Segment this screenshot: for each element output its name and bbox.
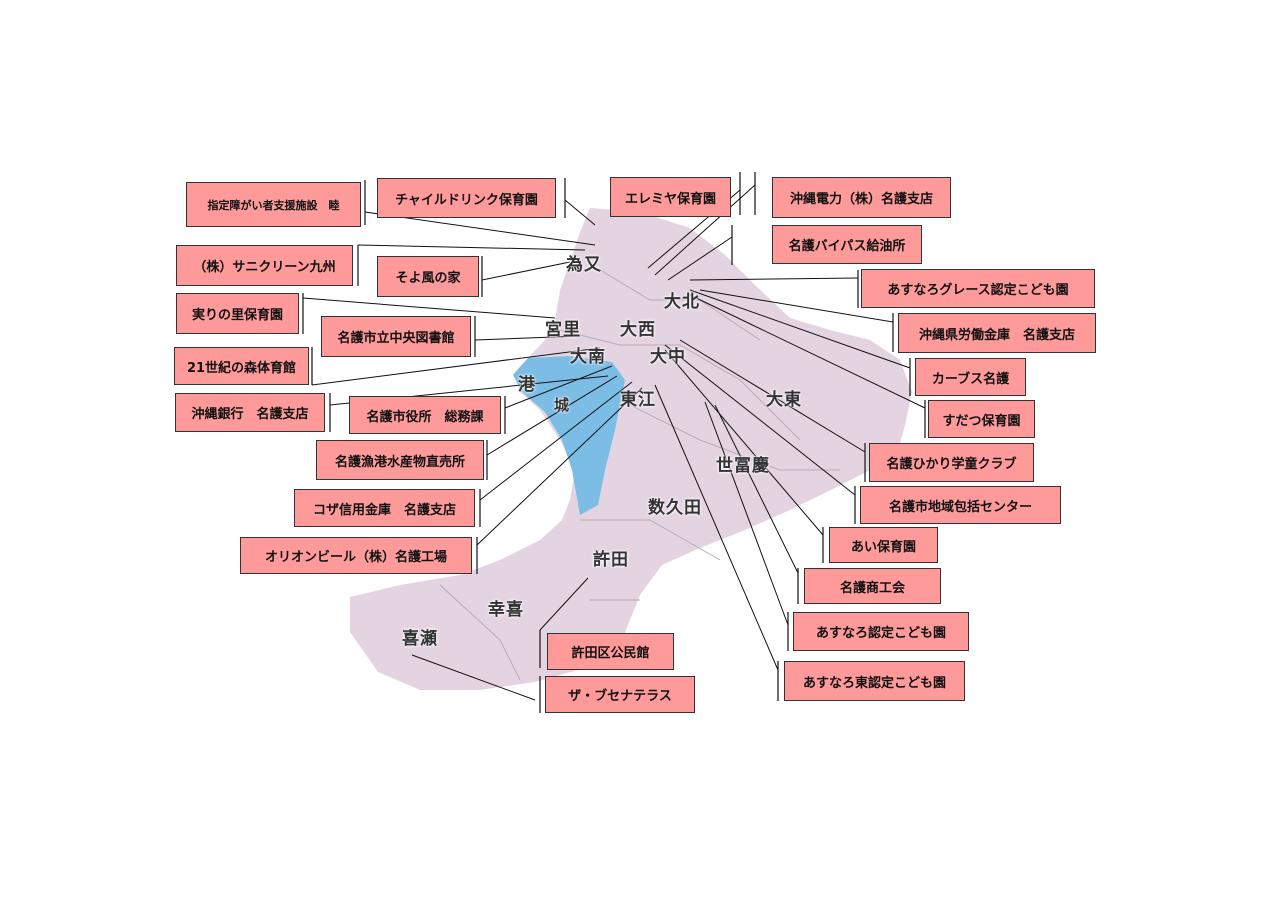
area-label-gusuku: 城 bbox=[554, 396, 571, 414]
label-box: 沖縄県労働金庫 名護支店 bbox=[898, 313, 1096, 353]
label-box: あい保育園 bbox=[829, 527, 938, 563]
area-label-imata: 為又 bbox=[566, 255, 602, 275]
area-label-miyazato: 宮里 bbox=[545, 320, 581, 340]
area-label-higashi: 大東 bbox=[766, 390, 802, 410]
area-label-minato: 港 bbox=[518, 375, 536, 395]
label-box: チャイルドリンク保育園 bbox=[377, 178, 556, 218]
label-box: 名護市立中央図書館 bbox=[321, 316, 471, 357]
label-box: 名護市役所 総務課 bbox=[349, 396, 501, 434]
label-box: 名護商工会 bbox=[804, 568, 941, 604]
label-box: あすなろグレース認定こども園 bbox=[861, 269, 1095, 308]
area-label-kyoda: 許田 bbox=[593, 550, 629, 570]
nago-land bbox=[350, 208, 912, 690]
label-box: （株）サニクリーン九州 bbox=[176, 245, 353, 286]
area-label-onan: 大南 bbox=[570, 347, 606, 367]
area-label-onaka: 大中 bbox=[650, 347, 686, 367]
label-box: オリオンビール（株）名護工場 bbox=[240, 537, 472, 574]
label-box: 名護バイパス給油所 bbox=[772, 225, 922, 264]
label-box: 沖縄銀行 名護支店 bbox=[175, 393, 325, 432]
label-box: 名護市地域包括センター bbox=[860, 486, 1061, 524]
area-label-sukuta: 数久田 bbox=[648, 498, 702, 518]
leader-lines bbox=[302, 184, 926, 701]
area-label-onishi: 大西 bbox=[620, 320, 656, 340]
tick-marks bbox=[302, 172, 926, 713]
label-box: 許田区公民館 bbox=[547, 633, 674, 670]
label-box: コザ信用金庫 名護支店 bbox=[294, 489, 475, 527]
label-box: カーブス名護 bbox=[915, 358, 1026, 396]
label-box: あすなろ東認定こども園 bbox=[784, 661, 965, 701]
label-box: あすなろ認定こども園 bbox=[793, 612, 969, 651]
area-label-kise: 喜瀬 bbox=[402, 629, 438, 649]
nago-bay-water bbox=[513, 356, 625, 515]
label-box: そよ風の家 bbox=[377, 256, 479, 297]
area-label-koki: 幸喜 bbox=[488, 600, 524, 620]
label-box: 沖縄電力（株）名護支店 bbox=[772, 177, 951, 218]
label-box: 名護漁港水産物直売所 bbox=[316, 440, 484, 480]
label-box: すだつ保育園 bbox=[928, 400, 1035, 438]
label-box: ザ・ブセナテラス bbox=[545, 676, 695, 713]
area-label-agarie: 東江 bbox=[620, 390, 656, 410]
area-label-yofuke: 世冨慶 bbox=[716, 456, 770, 476]
area-label-okita: 大北 bbox=[664, 292, 700, 312]
label-box: 指定障がい者支援施設 睦 bbox=[186, 182, 361, 227]
label-box: 実りの里保育園 bbox=[176, 293, 299, 334]
label-box: エレミヤ保育園 bbox=[610, 177, 731, 217]
label-box: 名護ひかり学童クラブ bbox=[869, 443, 1034, 482]
district-borders bbox=[439, 269, 840, 681]
label-box: 21世紀の森体育館 bbox=[174, 347, 309, 385]
